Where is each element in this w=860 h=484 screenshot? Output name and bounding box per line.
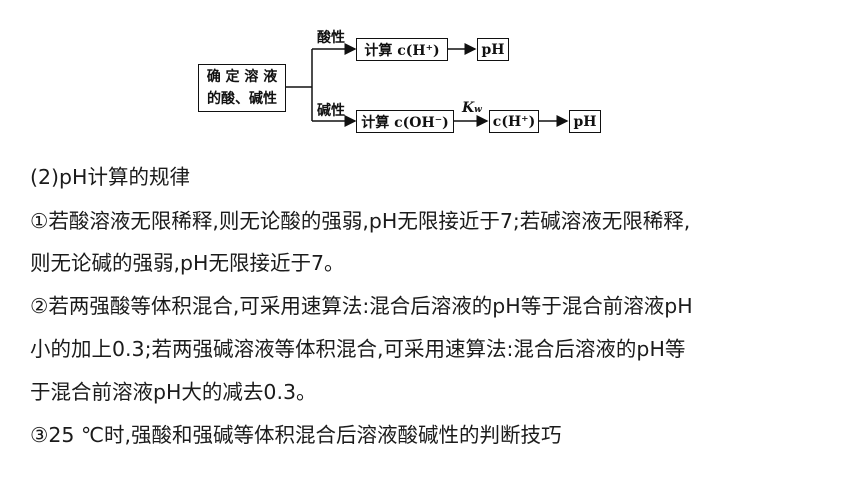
kw-main: K — [462, 100, 475, 116]
base-label: 碱性 — [317, 103, 345, 119]
calc-oh-text: 计算 c(OH⁻) — [361, 114, 449, 131]
flowchart: 确 定 溶 液 的酸、碱性 酸性 碱性 计算 c(H⁺) pH 计算 c(OH⁻… — [197, 3, 607, 143]
section-heading: (2)pH计算的规律 — [30, 165, 190, 189]
rule2-line3: 于混合前溶液pH大的减去0.3。 — [30, 380, 317, 404]
rule2-line2: 小的加上0.3;若两强碱溶液等体积混合,可采用速算法:混合后溶液的pH等 — [30, 337, 686, 361]
ph-bottom-text: pH — [573, 113, 597, 130]
ph-bottom-box: pH — [569, 110, 601, 133]
kw-sub: w — [474, 105, 482, 115]
ph-top-box: pH — [477, 38, 509, 61]
rule1-line1: ①若酸溶液无限稀释,则无论酸的强弱,pH无限接近于7;若碱溶液无限稀释, — [30, 209, 691, 233]
rule1-line2: 则无论碱的强弱,pH无限接近于7。 — [30, 251, 345, 275]
rule2-line1: ②若两强酸等体积混合,可采用速算法:混合后溶液的pH等于混合前溶液pH — [30, 294, 693, 318]
c-h-text: c(H⁺) — [492, 113, 536, 130]
calc-h-text: 计算 c(H⁺) — [364, 42, 440, 59]
c-h-box: c(H⁺) — [489, 110, 539, 133]
flowchart-connectors — [286, 43, 569, 127]
flowchart-start-line1: 确 定 溶 液 — [206, 69, 278, 85]
flowchart-start-box: 确 定 溶 液 的酸、碱性 — [198, 64, 286, 112]
calc-oh-box: 计算 c(OH⁻) — [356, 110, 454, 133]
acid-label: 酸性 — [317, 30, 345, 46]
ph-top-text: pH — [481, 41, 505, 58]
calc-h-box: 计算 c(H⁺) — [356, 38, 448, 61]
flowchart-start-line2: 的酸、碱性 — [207, 91, 277, 107]
kw-label: Kw — [462, 100, 482, 116]
rule3-line1: ③25 ℃时,强酸和强碱等体积混合后溶液酸碱性的判断技巧 — [30, 423, 562, 447]
